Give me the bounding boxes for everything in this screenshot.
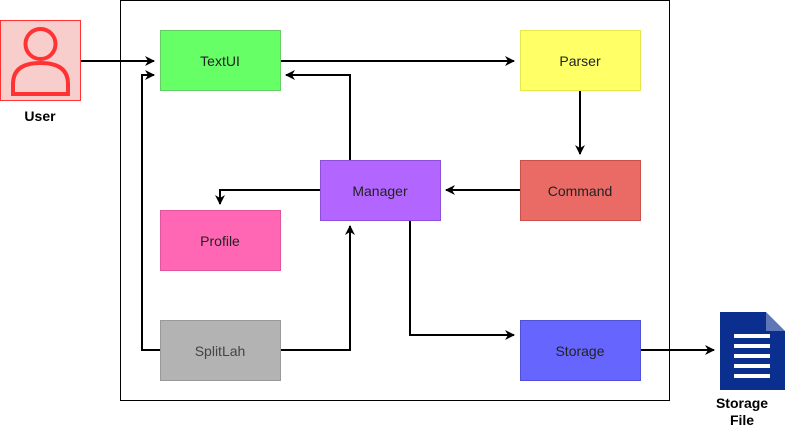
edge-splitlah-to-manager (280, 225, 355, 351)
node-splitlah-label: SplitLah (195, 343, 246, 359)
node-storage-box (520, 320, 641, 381)
edge-manager-to-storage (409, 220, 515, 340)
node-splitlah: SplitLah (160, 320, 281, 381)
actor-user: User (0, 20, 81, 124)
node-profile: Profile (160, 210, 281, 271)
node-command-label: Command (548, 183, 613, 199)
node-storage: Storage (520, 320, 641, 381)
node-parser: Parser (520, 30, 641, 91)
edge-manager-to-profile (215, 189, 320, 205)
document-icon (720, 312, 785, 390)
node-parser-box (520, 30, 641, 91)
actor-user-label: User (24, 108, 56, 124)
node-storage-label: Storage (555, 343, 604, 359)
edge-manager-to-textui (285, 70, 351, 160)
node-manager-label: Manager (352, 183, 408, 199)
node-manager: Manager (320, 160, 441, 221)
actor-storage-file-label-line2: File (730, 412, 754, 428)
node-profile-label: Profile (200, 233, 240, 249)
node-textui-label: TextUI (200, 53, 240, 69)
node-splitlah-box (160, 320, 281, 381)
edge-splitlah-to-textui (141, 70, 160, 351)
actor-storage-file: Storage File (716, 312, 785, 428)
edges (80, 56, 715, 355)
user-icon (11, 27, 70, 96)
node-manager-box (320, 160, 441, 221)
node-textui: TextUI (160, 30, 281, 91)
node-parser-label: Parser (559, 53, 601, 69)
node-profile-box (160, 210, 281, 271)
node-command-box (520, 160, 641, 221)
node-textui-box (160, 30, 281, 91)
actor-storage-file-label-line1: Storage (716, 395, 768, 411)
node-command: Command (520, 160, 641, 221)
